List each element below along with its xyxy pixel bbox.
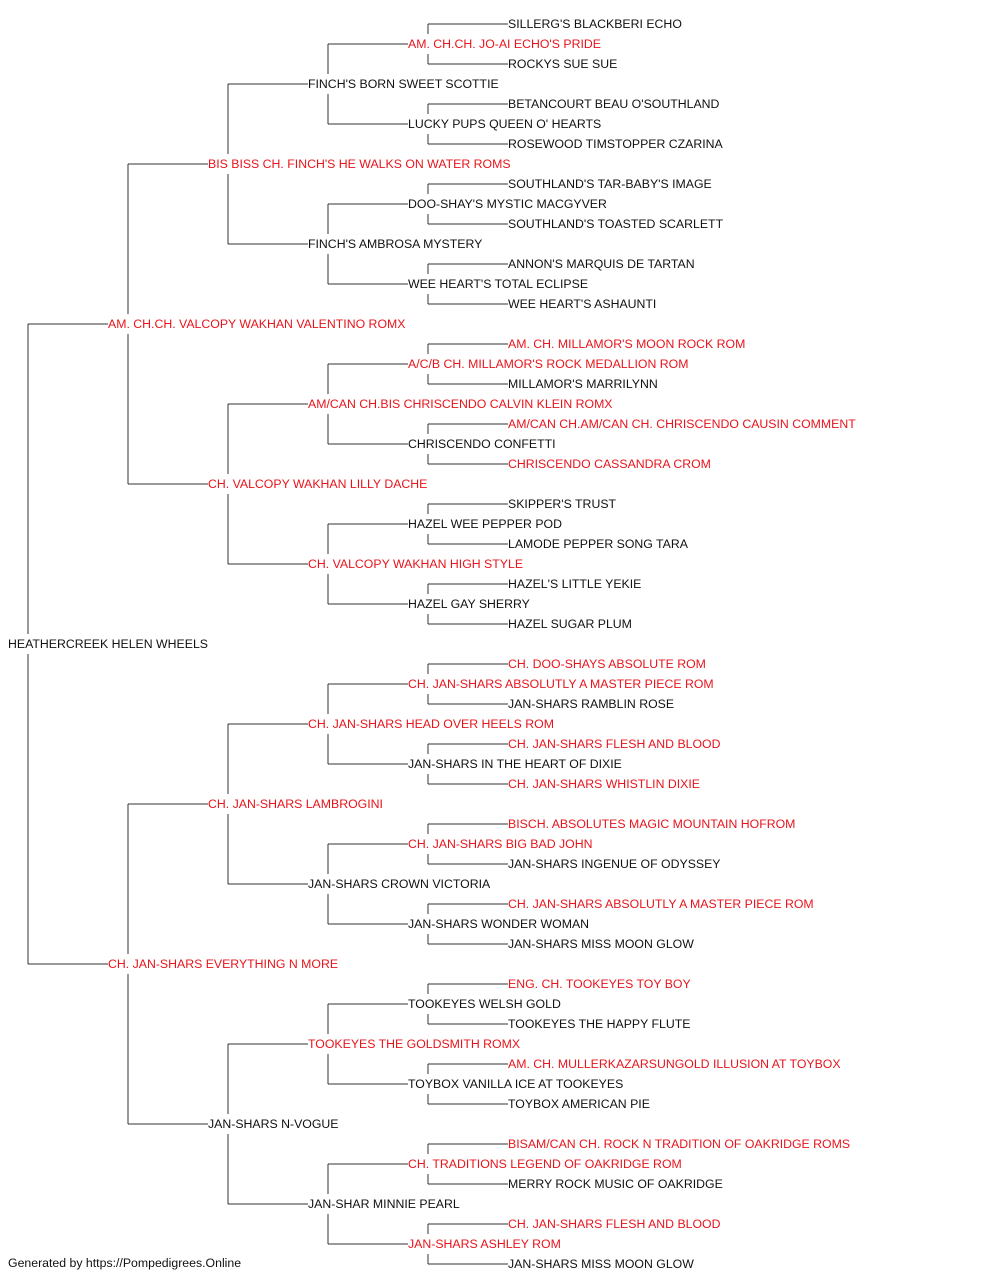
great-grandparent-name: FINCH'S AMBROSA MYSTERY — [308, 237, 482, 251]
great-grandparent-name: JAN-SHAR MINNIE PEARL — [308, 1197, 460, 1211]
ggg-grandparent-name: BISCH. ABSOLUTES MAGIC MOUNTAIN HOFROM — [508, 817, 795, 831]
grandparent-name: CH. VALCOPY WAKHAN LILLY DACHE — [208, 477, 427, 491]
ggg-grandparent-name: JAN-SHARS INGENUE OF ODYSSEY — [508, 857, 721, 871]
ggg-grandparent-name: MERRY ROCK MUSIC OF OAKRIDGE — [508, 1177, 723, 1191]
ggg-grandparent-name: BISAM/CAN CH. ROCK N TRADITION OF OAKRID… — [508, 1137, 850, 1151]
gg-grandparent-name: CH. JAN-SHARS BIG BAD JOHN — [408, 837, 592, 851]
great-grandparent-name: TOOKEYES THE GOLDSMITH ROMX — [308, 1037, 520, 1051]
ggg-grandparent-name: CH. JAN-SHARS WHISTLIN DIXIE — [508, 777, 700, 791]
gg-grandparent-name: CHRISCENDO CONFETTI — [408, 437, 556, 451]
ggg-grandparent-name: SKIPPER'S TRUST — [508, 497, 617, 511]
ggg-grandparent-name: JAN-SHARS RAMBLIN ROSE — [508, 697, 674, 711]
great-grandparent-name: JAN-SHARS CROWN VICTORIA — [308, 877, 491, 891]
gg-grandparent-name: TOOKEYES WELSH GOLD — [408, 997, 561, 1011]
ggg-grandparent-name: SOUTHLAND'S TAR-BABY'S IMAGE — [508, 177, 712, 191]
ggg-grandparent-name: BETANCOURT BEAU O'SOUTHLAND — [508, 97, 720, 111]
ggg-grandparent-name: CH. JAN-SHARS FLESH AND BLOOD — [508, 1217, 721, 1231]
gg-grandparent-name: A/C/B CH. MILLAMOR'S ROCK MEDALLION ROM — [408, 357, 688, 371]
gg-grandparent-name: JAN-SHARS IN THE HEART OF DIXIE — [408, 757, 622, 771]
ggg-grandparent-name: CH. JAN-SHARS ABSOLUTLY A MASTER PIECE R… — [508, 897, 814, 911]
great-grandparent-name: AM/CAN CH.BIS CHRISCENDO CALVIN KLEIN RO… — [308, 397, 613, 411]
ggg-grandparent-name: ROCKYS SUE SUE — [508, 57, 617, 71]
ggg-grandparent-name: HAZEL SUGAR PLUM — [508, 617, 632, 631]
gg-grandparent-name: HAZEL WEE PEPPER POD — [408, 517, 562, 531]
gg-grandparent-name: TOYBOX VANILLA ICE AT TOOKEYES — [408, 1077, 623, 1091]
subject-name: HEATHERCREEK HELEN WHEELS — [8, 637, 208, 651]
ggg-grandparent-name: MILLAMOR'S MARRILYNN — [508, 377, 658, 391]
ggg-grandparent-name: TOOKEYES THE HAPPY FLUTE — [508, 1017, 690, 1031]
ggg-grandparent-name: ANNON'S MARQUIS DE TARTAN — [508, 257, 695, 271]
ggg-grandparent-name: CHRISCENDO CASSANDRA CROM — [508, 457, 711, 471]
grandparent-name: BIS BISS CH. FINCH'S HE WALKS ON WATER R… — [208, 157, 511, 171]
gg-grandparent-name: CH. TRADITIONS LEGEND OF OAKRIDGE ROM — [408, 1157, 682, 1171]
ggg-grandparent-name: JAN-SHARS MISS MOON GLOW — [508, 937, 694, 951]
gg-grandparent-name: CH. JAN-SHARS ABSOLUTLY A MASTER PIECE R… — [408, 677, 714, 691]
gg-grandparent-name: LUCKY PUPS QUEEN O' HEARTS — [408, 117, 601, 131]
generated-by-credit[interactable]: Generated by https://Pompedigrees.Online — [8, 1256, 242, 1270]
ggg-grandparent-name: AM/CAN CH.AM/CAN CH. CHRISCENDO CAUSIN C… — [508, 417, 856, 431]
grandparent-name: JAN-SHARS N-VOGUE — [208, 1117, 339, 1131]
ggg-grandparent-name: ROSEWOOD TIMSTOPPER CZARINA — [508, 137, 724, 151]
gg-grandparent-name: JAN-SHARS ASHLEY ROM — [408, 1237, 561, 1251]
ggg-grandparent-name: ENG. CH. TOOKEYES TOY BOY — [508, 977, 691, 991]
grandparent-name: CH. JAN-SHARS LAMBROGINI — [208, 797, 383, 811]
ggg-grandparent-name: SOUTHLAND'S TOASTED SCARLETT — [508, 217, 724, 231]
great-grandparent-name: FINCH'S BORN SWEET SCOTTIE — [308, 77, 499, 91]
gg-grandparent-name: HAZEL GAY SHERRY — [408, 597, 530, 611]
ggg-grandparent-name: CH. DOO-SHAYS ABSOLUTE ROM — [508, 657, 706, 671]
parent-name: AM. CH.CH. VALCOPY WAKHAN VALENTINO ROMX — [108, 317, 405, 331]
ggg-grandparent-name: JAN-SHARS MISS MOON GLOW — [508, 1257, 694, 1271]
great-grandparent-name: CH. JAN-SHARS HEAD OVER HEELS ROM — [308, 717, 554, 731]
great-grandparent-name: CH. VALCOPY WAKHAN HIGH STYLE — [308, 557, 523, 571]
gg-grandparent-name: WEE HEART'S TOTAL ECLIPSE — [408, 277, 588, 291]
ggg-grandparent-name: LAMODE PEPPER SONG TARA — [508, 537, 689, 551]
ggg-grandparent-name: CH. JAN-SHARS FLESH AND BLOOD — [508, 737, 721, 751]
parent-name: CH. JAN-SHARS EVERYTHING N MORE — [108, 957, 338, 971]
gg-grandparent-name: JAN-SHARS WONDER WOMAN — [408, 917, 589, 931]
gg-grandparent-name: AM. CH.CH. JO-AI ECHO'S PRIDE — [408, 37, 601, 51]
ggg-grandparent-name: WEE HEART'S ASHAUNTI — [508, 297, 656, 311]
ggg-grandparent-name: TOYBOX AMERICAN PIE — [508, 1097, 650, 1111]
ggg-grandparent-name: SILLERG'S BLACKBERI ECHO — [508, 17, 682, 31]
ggg-grandparent-name: AM. CH. MILLAMOR'S MOON ROCK ROM — [508, 337, 745, 351]
gg-grandparent-name: DOO-SHAY'S MYSTIC MACGYVER — [408, 197, 607, 211]
ggg-grandparent-name: HAZEL'S LITTLE YEKIE — [508, 577, 641, 591]
ggg-grandparent-name: AM. CH. MULLERKAZARSUNGOLD ILLUSION AT T… — [508, 1057, 841, 1071]
